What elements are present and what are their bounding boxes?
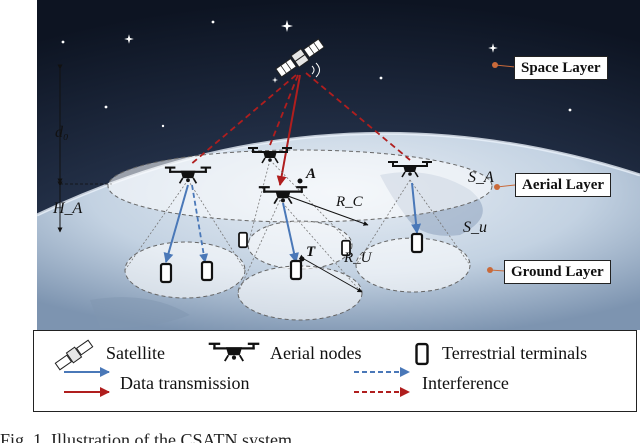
signal-waves (311, 62, 320, 78)
point-a (297, 178, 303, 184)
legend-icons (54, 339, 429, 397)
label-su: S_u (463, 219, 487, 236)
satellite-link (189, 74, 297, 166)
label-t: T (306, 244, 316, 260)
d0-label: d₀ (55, 124, 69, 141)
aerial-layer-disk (107, 149, 493, 223)
star-icon (379, 76, 383, 80)
drone-icon (207, 342, 261, 363)
phone-icon (238, 231, 248, 249)
legend-satellite: Satellite (106, 343, 165, 363)
legend-interference: Interference (422, 373, 509, 393)
phone-icon (200, 260, 214, 282)
phone-icon (415, 342, 429, 366)
satellite-link (305, 72, 411, 161)
star-icon (211, 20, 215, 24)
label-rc: R_C (335, 194, 364, 210)
label-sa: S_A (468, 169, 494, 186)
satellite-link (276, 74, 301, 186)
satellite-link (269, 74, 299, 146)
legend-data-transmission: Data transmission (120, 373, 250, 393)
ru-arrow (298, 254, 363, 293)
data-link (163, 184, 189, 263)
data-link (411, 182, 422, 234)
space-layer-label: Space Layer (514, 56, 608, 80)
rc-arrow (284, 194, 369, 226)
coverage-cones (124, 159, 471, 294)
ground-layer-label: Ground Layer (504, 260, 611, 284)
star-icon (161, 124, 165, 128)
legend-aerial-nodes: Aerial nodes (270, 343, 362, 363)
legend: Satellite Aerial nodes Terrestrial termi… (33, 330, 637, 412)
satellite-icon (54, 339, 94, 371)
phone-icon (159, 262, 173, 284)
point-t (299, 256, 305, 262)
star-icon (568, 108, 572, 112)
interference-link (191, 184, 209, 263)
ha-label: H_A (52, 200, 83, 217)
data-link (282, 202, 299, 263)
phone-icon (289, 259, 303, 281)
label-ru: R_U (343, 250, 373, 266)
continent-shadow (90, 297, 190, 329)
star-icon (61, 40, 65, 44)
phone-icon (410, 232, 424, 254)
aerial-layer-label: Aerial Layer (515, 173, 612, 197)
label-a: A (305, 166, 316, 182)
legend-terminals: Terrestrial terminals (442, 343, 588, 363)
star-icon (104, 105, 108, 109)
ground-coverage (124, 241, 246, 299)
figure-caption: Fig. 1. Illustration of the CSATN system (0, 430, 292, 443)
satellite-icon (275, 38, 325, 78)
